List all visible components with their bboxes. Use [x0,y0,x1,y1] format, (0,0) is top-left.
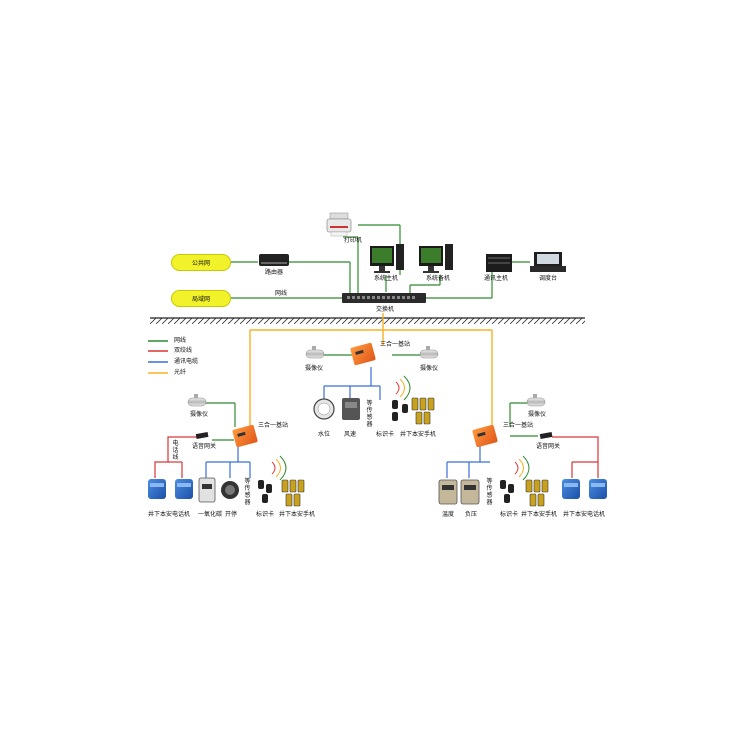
system-backup-label: 系统备机 [426,275,451,282]
comm-host-label: 通讯主机 [484,275,509,282]
right-station-title: 三合一基站 [503,422,534,429]
left-station [148,394,305,507]
center-handset-label: 井下本安手机 [400,431,437,438]
right-sensors-label: 等传感器 [486,478,493,506]
router-device [259,254,289,266]
fiber-lines [249,313,493,428]
left-camera-label: 摄像仪 [190,411,209,418]
system-host-label: 系统主机 [374,275,399,282]
left-id-card-label: 标识卡 [256,511,275,518]
center-id-card-label: 标识卡 [376,431,395,438]
ground-line [150,317,585,324]
co-sensor-label: 一氧化碳 [198,511,223,518]
pressure-label: 负压 [465,511,478,518]
legend-fiber: 光纤 [174,369,187,376]
switch-device [342,293,426,303]
dispatch-console-device [530,252,566,272]
left-station-title: 三合一基站 [258,422,289,429]
center-station-title: 三合一基站 [380,341,411,348]
printer-device [326,212,352,237]
switch-sensor-label: 开停 [225,511,238,518]
right-phones-label: 井下本安电话机 [563,511,606,518]
left-phones-label: 井下本安电话机 [148,511,191,518]
comm-host-device [486,254,512,272]
system-host-device [370,244,404,273]
legend-net-line: 网线 [174,337,187,344]
water-level-label: 水位 [318,431,331,438]
left-sensors-label: 等传感器 [244,478,251,506]
right-id-card-label: 标识卡 [500,511,519,518]
left-handset-label: 井下本安手机 [279,511,316,518]
dispatch-label: 调度台 [539,275,558,282]
legend [148,340,168,374]
switch-label: 交换机 [376,306,395,313]
printer-label: 打印机 [344,237,363,244]
right-camera-label: 摄像仪 [528,411,547,418]
wind-speed-label: 风速 [344,431,357,438]
legend-comm-cable: 通讯电缆 [174,358,199,365]
center-station [305,342,439,425]
left-phone-line-label: 电话线 [172,440,179,461]
router-label: 路由器 [265,269,284,276]
top-network-lines [231,224,530,299]
right-handset-label: 井下本安手机 [521,511,558,518]
lan-node: 局域网 [171,290,231,307]
center-sensors-label: 等传感器 [366,400,373,428]
right-station [438,394,607,507]
left-voice-gateway-label: 语音网关 [192,443,217,450]
legend-twisted-pair: 双绞线 [174,347,193,354]
net-line-label: 网线 [275,290,288,297]
right-voice-gateway-label: 语音网关 [536,443,561,450]
center-camera-right-label: 摄像仪 [420,365,439,372]
temperature-label: 温度 [442,511,455,518]
center-camera-left-label: 摄像仪 [305,365,324,372]
public-net-node: 公共网 [171,254,231,271]
system-backup-device [419,244,453,273]
